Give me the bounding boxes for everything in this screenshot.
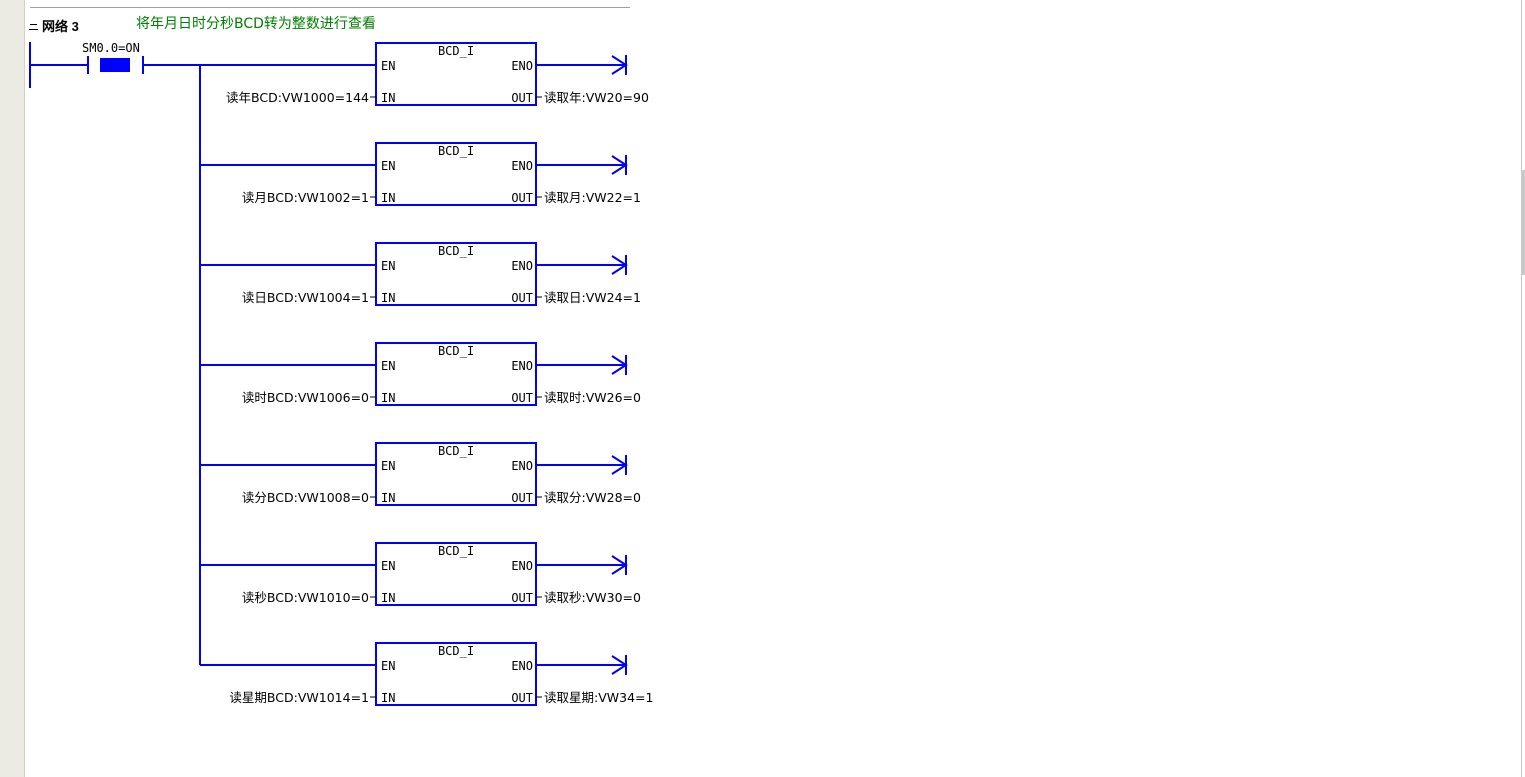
block-box[interactable] [375,242,537,306]
pin-out: OUT [511,191,533,205]
pin-eno: ENO [511,59,533,73]
output-operand: 读取年:VW20=90 [544,90,649,105]
pin-in: IN [381,391,395,405]
bcd-block-2[interactable]: BCD_I EN ENO IN OUT 读月BCD:VW1002=1 读取月:VW22=1 [200,142,641,206]
bcd-block-3[interactable]: BCD_I EN ENO IN OUT 读日BCD:VW1004=1 读取日:VW24=1 [200,242,641,306]
output-operand: 读取月:VW22=1 [544,190,641,205]
contact-label: SM0.0=ON [82,41,140,55]
block-title: BCD_I [438,644,474,658]
block-box[interactable] [375,142,537,206]
network-title: 网络 3 [42,18,79,34]
network-header[interactable]: 网络 3 [29,15,79,35]
pin-in: IN [381,691,395,705]
pin-en: EN [381,59,395,73]
block-box[interactable] [375,642,537,706]
output-operand: 读取分:VW28=0 [544,490,641,505]
pin-out: OUT [511,491,533,505]
input-operand: 读日BCD:VW1004=1 [242,290,369,305]
pin-en: EN [381,359,395,373]
block-box[interactable] [375,542,537,606]
pin-in: IN [381,191,395,205]
instruction-blocks: BCD_I EN ENO IN OUT 读年BCD:VW1000=144 读取年:VW20=… [200,42,653,706]
pin-en: EN [381,659,395,673]
pin-in: IN [381,491,395,505]
bcd-block-5[interactable]: BCD_I EN ENO IN OUT 读分BCD:VW1008=0 读取分:VW28=0 [200,442,641,506]
pin-eno: ENO [511,659,533,673]
block-title: BCD_I [438,544,474,558]
input-operand: 读秒BCD:VW1010=0 [242,590,369,605]
pin-out: OUT [511,391,533,405]
contact-state-indicator[interactable] [100,58,130,72]
pin-en: EN [381,559,395,573]
input-operand: 读星期BCD:VW1014=1 [229,690,369,705]
left-gutter [0,0,25,777]
block-title: BCD_I [438,244,474,258]
pin-en: EN [381,159,395,173]
block-box[interactable] [375,342,537,406]
output-operand: 读取秒:VW30=0 [544,590,641,605]
input-operand: 读月BCD:VW1002=1 [242,190,369,205]
bcd-block-1[interactable]: BCD_I EN ENO IN OUT 读年BCD:VW1000=144 读取年:VW20=… [200,42,649,106]
input-operand: 读年BCD:VW1000=144 [226,90,369,105]
output-operand: 读取星期:VW34=1 [544,690,653,705]
block-title: BCD_I [438,44,474,58]
pin-out: OUT [511,91,533,105]
scrollbar-thumb[interactable] [1522,170,1525,275]
pin-eno: ENO [511,259,533,273]
pin-in: IN [381,91,395,105]
pin-in: IN [381,591,395,605]
network-comment: 将年月日时分秒BCD转为整数进行查看 [136,16,376,32]
bcd-block-4[interactable]: BCD_I EN ENO IN OUT 读时BCD:VW1006=0 读取时:VW26=0 [200,342,641,406]
bcd-block-6[interactable]: BCD_I EN ENO IN OUT 读秒BCD:VW1010=0 读取秒:VW30=0 [200,542,641,606]
pin-en: EN [381,259,395,273]
block-title: BCD_I [438,144,474,158]
block-box[interactable] [375,442,537,506]
pin-eno: ENO [511,459,533,473]
input-operand: 读分BCD:VW1008=0 [242,490,369,505]
block-title: BCD_I [438,444,474,458]
pin-en: EN [381,459,395,473]
network-separator [30,7,630,8]
power-rail-group: SM0.0=ON [29,41,201,665]
pin-eno: ENO [511,559,533,573]
output-operand: 读取时:VW26=0 [544,390,641,405]
bcd-block-7[interactable]: BCD_I EN ENO IN OUT 读星期BCD:VW1014=1 读取星期:VW34=… [200,642,653,706]
block-title: BCD_I [438,344,474,358]
vertical-scrollbar[interactable] [1521,0,1525,777]
pin-out: OUT [511,291,533,305]
block-box[interactable] [375,42,537,106]
input-operand: 读时BCD:VW1006=0 [242,390,369,405]
pin-eno: ENO [511,159,533,173]
collapse-icon[interactable] [29,20,38,30]
pin-in: IN [381,291,395,305]
pin-out: OUT [511,691,533,705]
output-operand: 读取日:VW24=1 [544,290,641,305]
pin-out: OUT [511,591,533,605]
pin-eno: ENO [511,359,533,373]
